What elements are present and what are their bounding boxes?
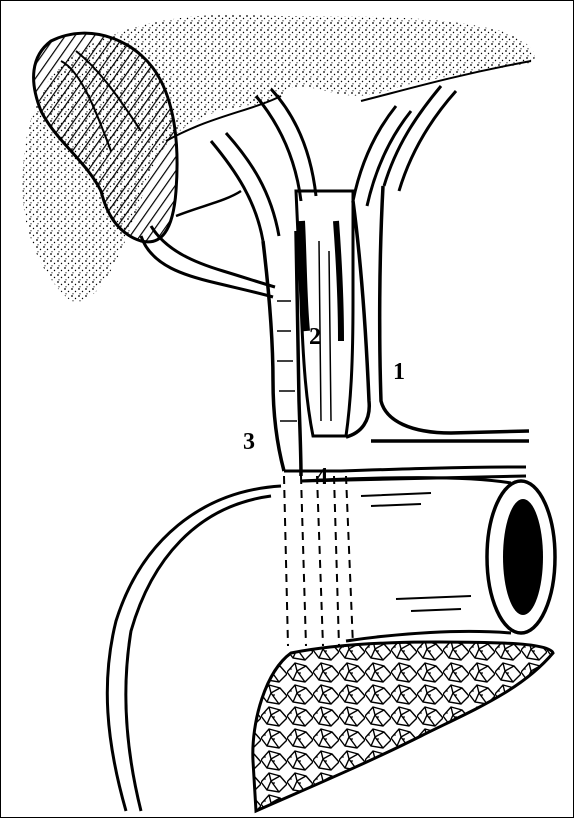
label-3: 3 bbox=[243, 429, 255, 455]
pancreas bbox=[253, 642, 553, 811]
portal-vein bbox=[296, 191, 353, 436]
label-4: 4 bbox=[316, 464, 328, 490]
dashed-projection-lines bbox=[284, 476, 353, 646]
hepatic-artery bbox=[346, 186, 529, 441]
cystic-artery bbox=[176, 191, 241, 216]
label-2: 2 bbox=[309, 324, 321, 350]
label-1: 1 bbox=[393, 359, 405, 385]
bile-duct bbox=[263, 231, 301, 476]
